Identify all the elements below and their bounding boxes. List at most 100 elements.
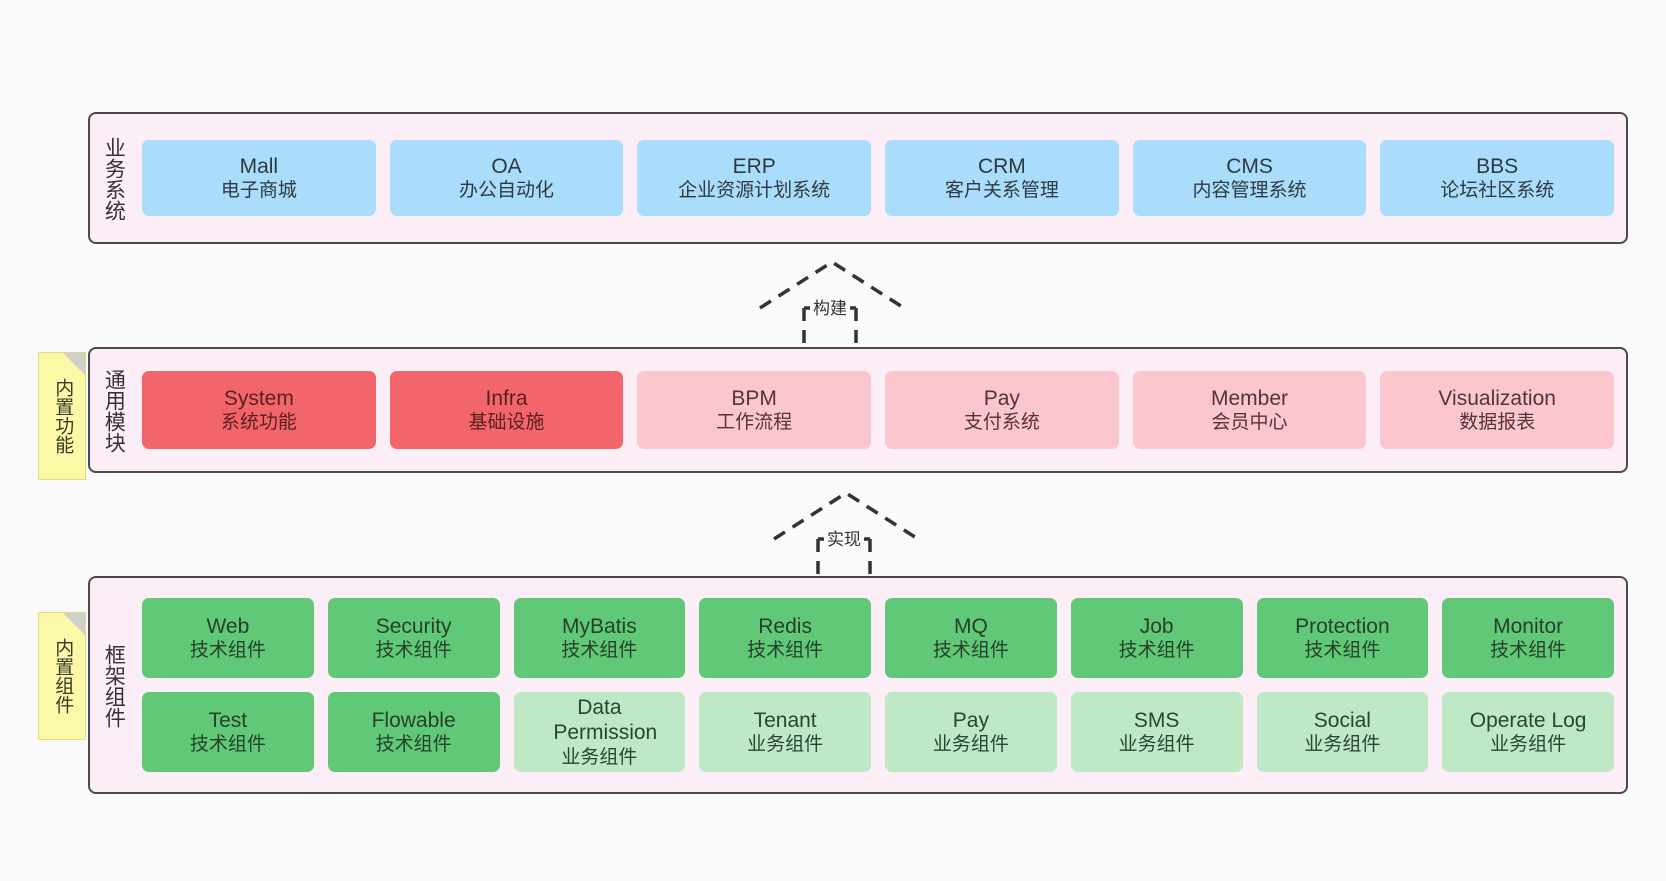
module-name: Security [375,614,452,638]
module-name: Test [208,708,248,732]
module-box-social[interactable]: Social 业务组件 [1256,692,1429,772]
module-name: MyBatis [562,614,637,638]
module-box-sms[interactable]: SMS 业务组件 [1070,692,1243,772]
module-name: SMS [1133,708,1180,732]
module-desc: 工作流程 [716,412,793,434]
module-desc: 技术组件 [375,734,452,756]
sticky-note-builtin-features: 内置功能 [38,352,86,480]
note-fold-corner-icon [63,613,85,635]
layer-title-framework-components: 框架组件 [102,644,126,728]
layer-framework-components: 框架组件 Web 技术组件 Security 技术组件 MyBatis 技术组件… [88,576,1628,794]
module-name: Visualization [1438,386,1556,410]
module-box-mybatis[interactable]: MyBatis 技术组件 [513,598,686,678]
module-box-monitor[interactable]: Monitor 技术组件 [1442,598,1614,678]
module-desc: 技术组件 [747,640,824,662]
module-box-security[interactable]: Security 技术组件 [327,598,500,678]
module-name: Mall [239,154,279,178]
module-box-crm[interactable]: CRM 客户关系管理 [885,140,1119,216]
module-desc: 数据报表 [1459,412,1536,434]
module-desc: 技术组件 [189,734,266,756]
module-name: Protection [1295,614,1390,638]
module-desc: 会员中心 [1211,412,1288,434]
module-box-pay[interactable]: Pay 支付系统 [885,371,1119,449]
module-desc: 企业资源计划系统 [678,180,831,202]
module-box-mall[interactable]: Mall 电子商城 [142,140,376,216]
module-box-system[interactable]: System 系统功能 [142,371,376,449]
module-name: OA [491,154,522,178]
module-box-protection[interactable]: Protection 技术组件 [1256,598,1429,678]
module-box-tenant[interactable]: Tenant 业务组件 [699,692,871,772]
module-desc: 业务组件 [747,734,824,756]
module-box-member[interactable]: Member 会员中心 [1132,371,1367,449]
module-box-test[interactable]: Test 技术组件 [142,692,314,772]
layer-business-systems: 业务系统 Mall 电子商城 OA 办公自动化 ERP 企业资源计划系统 CRM… [88,112,1628,244]
layer-body-common-modules: System 系统功能 Infra 基础设施 BPM 工作流程 Pay 支付系统… [136,349,1626,471]
module-desc: 技术组件 [375,640,452,662]
module-box-visualization[interactable]: Visualization 数据报表 [1380,371,1615,449]
module-name: Pay [952,708,989,732]
module-desc: 技术组件 [189,640,266,662]
module-desc: 业务组件 [561,747,638,769]
note-fold-corner-icon [63,353,85,375]
module-desc: 业务组件 [1490,734,1567,756]
module-name: Flowable [371,708,456,732]
module-desc: 内容管理系统 [1192,180,1307,202]
module-name: Job [1139,614,1174,638]
module-name: Tenant [753,708,817,732]
module-name: Redis [758,614,812,638]
module-box-bbs[interactable]: BBS 论坛社区系统 [1380,140,1615,216]
note-label: 内置功能 [52,378,74,454]
module-box-cms[interactable]: CMS 内容管理系统 [1132,140,1367,216]
module-box-erp[interactable]: ERP 企业资源计划系统 [637,140,872,216]
module-name: System [223,386,294,410]
module-name: Operate Log [1469,708,1587,732]
module-row: Web 技术组件 Security 技术组件 MyBatis 技术组件 Redi… [142,598,1614,678]
layer-title-common-modules: 通用模块 [102,369,126,453]
module-name: ERP [732,154,776,178]
module-name: Pay [983,386,1020,410]
module-box-redis[interactable]: Redis 技术组件 [699,598,871,678]
module-row: System 系统功能 Infra 基础设施 BPM 工作流程 Pay 支付系统… [142,371,1615,449]
module-desc: 办公自动化 [459,180,555,202]
note-label: 内置组件 [52,638,74,714]
module-name: Social [1313,708,1371,732]
module-box-infra[interactable]: Infra 基础设施 [389,371,624,449]
module-desc: 业务组件 [1304,734,1381,756]
module-desc: 论坛社区系统 [1440,180,1555,202]
module-box-bpm[interactable]: BPM 工作流程 [637,371,872,449]
module-box-web[interactable]: Web 技术组件 [142,598,314,678]
module-box-flowable[interactable]: Flowable 技术组件 [327,692,500,772]
module-row: Test 技术组件 Flowable 技术组件 Data Permission … [142,692,1614,772]
module-name: Monitor [1493,614,1564,638]
module-box-data-permission[interactable]: Data Permission 业务组件 [513,692,686,772]
module-row: Mall 电子商城 OA 办公自动化 ERP 企业资源计划系统 CRM 客户关系… [142,140,1615,216]
module-box-mq[interactable]: MQ 技术组件 [885,598,1057,678]
layer-body-business-systems: Mall 电子商城 OA 办公自动化 ERP 企业资源计划系统 CRM 客户关系… [136,114,1626,242]
module-name: CMS [1226,154,1273,178]
module-desc: 电子商城 [220,180,297,202]
module-desc: 业务组件 [932,734,1009,756]
sticky-note-builtin-components: 内置组件 [38,612,86,740]
module-desc: 技术组件 [932,640,1009,662]
module-name: Web [206,614,250,638]
module-box-pay-component[interactable]: Pay 业务组件 [885,692,1057,772]
module-desc: 技术组件 [1490,640,1567,662]
module-desc: 客户关系管理 [944,180,1059,202]
module-desc: 业务组件 [1118,734,1195,756]
module-name: BPM [731,386,777,410]
module-desc: 技术组件 [1304,640,1381,662]
module-name: CRM [977,154,1026,178]
module-box-oa[interactable]: OA 办公自动化 [389,140,624,216]
module-box-job[interactable]: Job 技术组件 [1070,598,1243,678]
module-box-operate-log[interactable]: Operate Log 业务组件 [1442,692,1614,772]
module-desc: 技术组件 [561,640,638,662]
module-name: BBS [1476,154,1519,178]
layer-common-modules: 通用模块 System 系统功能 Infra 基础设施 BPM 工作流程 Pay… [88,347,1628,473]
connector-label-build: 构建 [810,294,850,319]
layer-title-business-systems: 业务系统 [102,137,126,221]
module-desc: 技术组件 [1118,640,1195,662]
module-name: MQ [953,614,988,638]
module-desc: 系统功能 [220,412,297,434]
connector-label-implement: 实现 [824,525,864,550]
